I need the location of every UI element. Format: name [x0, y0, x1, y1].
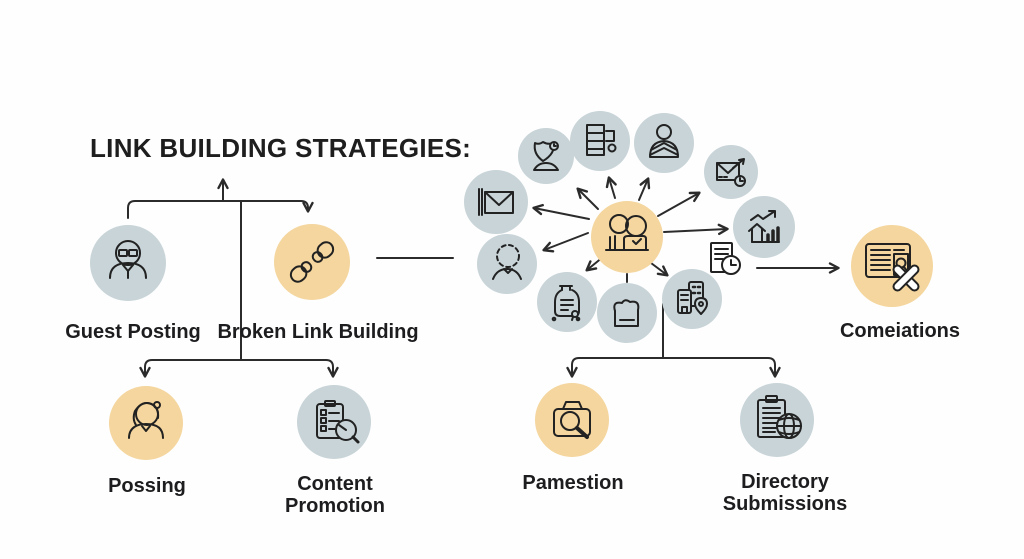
content-promotion-label-line2: Promotion: [285, 495, 385, 517]
guest-posting-label: Guest Posting: [65, 321, 201, 343]
broken-chain-icon: [289, 241, 335, 283]
person-sweater-icon: [649, 124, 679, 158]
shirt-icon: [613, 299, 640, 327]
framed-envelope-icon: [478, 188, 514, 216]
diagram-title: LINK BUILDING STRATEGIES:: [90, 133, 472, 163]
spoke-store: [605, 176, 617, 199]
spoke-shield: [576, 187, 599, 210]
checklist-gauge-icon: [316, 400, 360, 444]
anonymous-person-icon: [492, 244, 522, 280]
email-send-clock-icon: [716, 158, 746, 187]
pamestion-circle: [535, 383, 609, 457]
certificate-document-icon: [551, 285, 581, 322]
document-crossed-pencils-icon: [865, 243, 920, 292]
spoke-envelope: [532, 203, 590, 220]
comeiations-circle: [851, 225, 933, 307]
clipboard-globe-icon: [757, 395, 802, 439]
comeiations-label: Comeiations: [840, 320, 960, 342]
man-with-glasses-icon: [109, 240, 147, 279]
two-people-icon: [605, 214, 649, 251]
house-bars-growth-icon: [748, 210, 780, 243]
top-bracket: [127, 200, 314, 219]
bottom-left-bracket: [139, 359, 339, 378]
connector-lines: [127, 176, 840, 378]
certificate-document-circle: [537, 272, 597, 332]
anonymous-person-circle: [477, 234, 537, 294]
camera-search-icon: [553, 401, 591, 439]
spoke-email: [657, 191, 701, 217]
directory-submissions-label-line2: Submissions: [723, 493, 847, 515]
spoke-anonymous: [542, 232, 589, 253]
content-promotion-label-line1: Content: [297, 473, 373, 495]
document-clock-icon: [710, 242, 741, 275]
directory-submissions-circle: [740, 383, 814, 457]
directory-submissions-label-line1: Directory: [741, 471, 830, 493]
broken-link-circle: [274, 224, 350, 300]
email-send-clock-circle: [704, 145, 758, 199]
bottom-right-bracket: [566, 357, 781, 378]
shield-person-icon: [533, 141, 559, 171]
broken-link-label: Broken Link Building: [217, 321, 418, 343]
spoke-house: [663, 223, 729, 236]
house-bars-growth-circle: [733, 196, 795, 258]
spoke-person: [638, 177, 651, 201]
store-building-icon: [586, 124, 617, 156]
buildings-location-pin-icon: [677, 281, 708, 315]
woman-icon: [128, 401, 164, 439]
possing-label: Possing: [108, 475, 186, 497]
shield-person-circle: [518, 128, 574, 184]
shirt-circle: [597, 283, 657, 343]
pamestion-label: Pamestion: [522, 472, 623, 494]
